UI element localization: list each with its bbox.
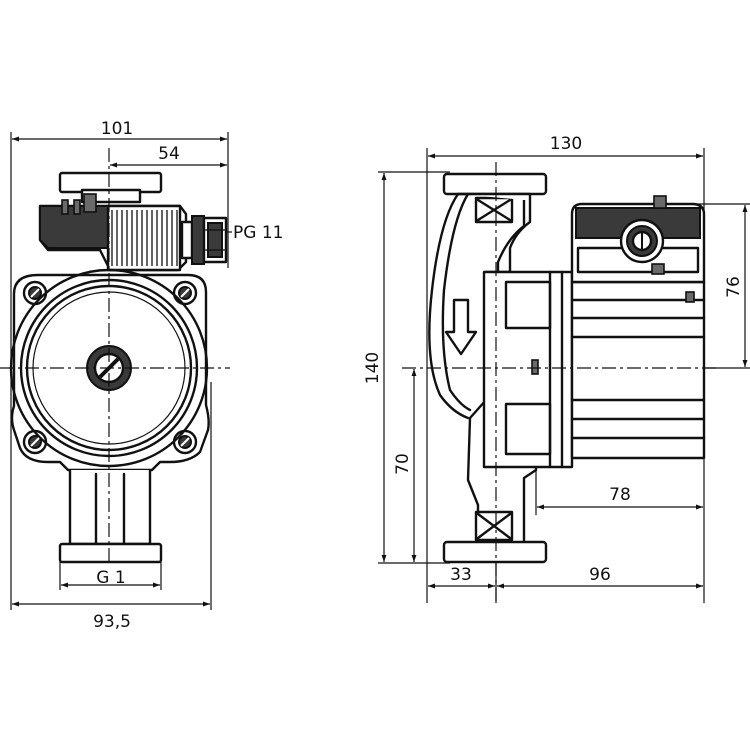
dim-label-33: 33 bbox=[450, 565, 472, 585]
dim-label-70: 70 bbox=[393, 453, 413, 475]
dim-label-93-5: 93,5 bbox=[93, 612, 131, 632]
flange-bolt-icon bbox=[474, 196, 514, 224]
front-view: 101 54 PG 11 G 1 93,5 bbox=[0, 119, 283, 632]
screw-icon bbox=[22, 429, 48, 455]
cable-gland-end-icon bbox=[619, 218, 665, 264]
flange-bolt-icon bbox=[474, 510, 514, 542]
dim-label-g1: G 1 bbox=[96, 568, 125, 588]
dim-label-140: 140 bbox=[363, 352, 383, 384]
dim-label-76: 76 bbox=[724, 276, 744, 298]
flow-direction-arrow-icon bbox=[444, 298, 478, 356]
dim-label-78: 78 bbox=[609, 485, 631, 505]
dim-label-pg11: PG 11 bbox=[233, 223, 283, 243]
cable-gland bbox=[180, 215, 228, 265]
front-dimensions bbox=[12, 136, 232, 607]
dim-label-96: 96 bbox=[589, 565, 611, 585]
dim-label-130: 130 bbox=[550, 134, 582, 154]
front-pipe-neck bbox=[58, 470, 163, 564]
terminal-box-fins bbox=[111, 210, 178, 266]
screw-icon bbox=[172, 280, 198, 306]
side-view: 130 140 70 76 78 33 96 bbox=[363, 134, 750, 605]
front-terminal-box bbox=[38, 193, 188, 272]
side-motor bbox=[570, 280, 706, 460]
dim-label-101: 101 bbox=[101, 119, 133, 139]
side-bottom-flange bbox=[442, 540, 548, 564]
screw-icon bbox=[22, 280, 48, 306]
dim-label-54: 54 bbox=[158, 144, 180, 164]
side-top-flange bbox=[442, 172, 548, 196]
side-dimensions bbox=[381, 153, 748, 589]
front-screws bbox=[22, 280, 198, 455]
side-intermediate-housing bbox=[482, 270, 574, 469]
screw-icon bbox=[172, 429, 198, 455]
